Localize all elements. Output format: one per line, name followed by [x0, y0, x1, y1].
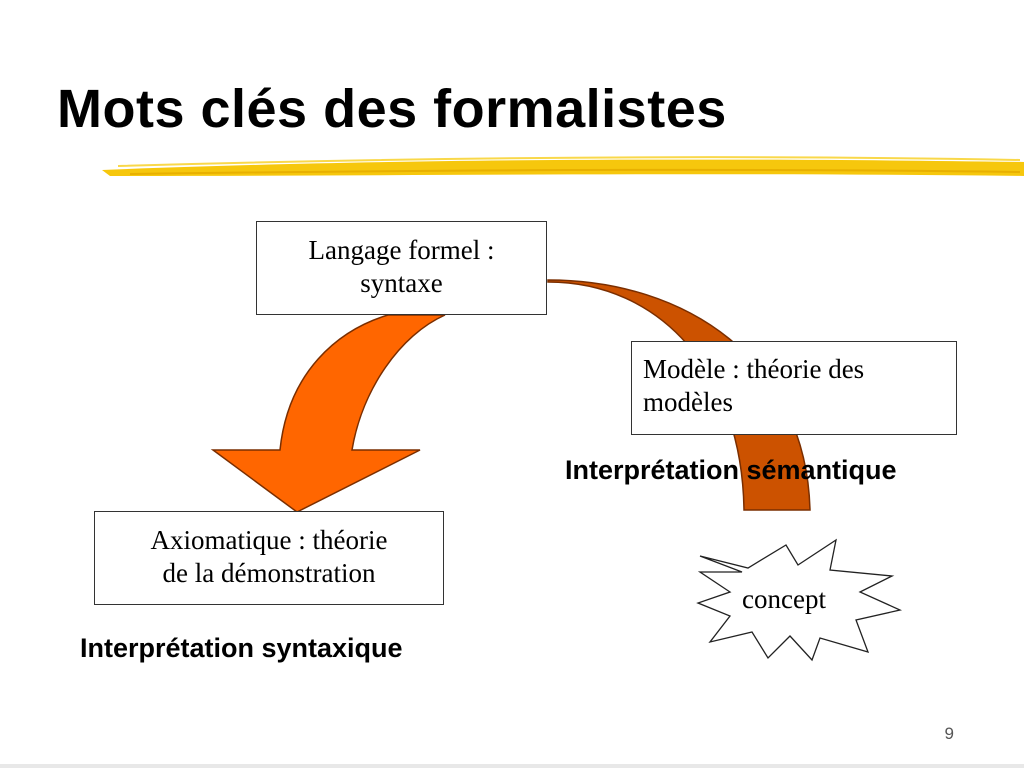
node-langage-line1: Langage formel : [308, 235, 495, 265]
label-interpretation-syntaxique: Interprétation syntaxique [80, 633, 403, 663]
node-concept: concept [742, 584, 826, 614]
slide-title: Mots clés des formalistes [57, 79, 727, 139]
node-modele-line1: Modèle : théorie des [643, 354, 865, 384]
arrow-semantique [547, 279, 811, 511]
node-modele-line2: modèles [643, 387, 733, 417]
node-modele: Modèle : théorie des modèles [631, 341, 957, 435]
concept-burst [696, 538, 903, 662]
title-underline [102, 156, 1024, 176]
bottom-strip [0, 764, 1024, 768]
node-axiomatique-line2: de la démonstration [162, 558, 376, 588]
page-number: 9 [944, 724, 954, 743]
node-axiomatique: Axiomatique : théorie de la démonstratio… [94, 511, 444, 605]
label-interpretation-semantique: Interprétation sémantique [565, 455, 897, 485]
node-langage-formel: Langage formel : syntaxe [256, 221, 547, 315]
node-langage-line2: syntaxe [360, 268, 443, 298]
arrow-syntaxique [210, 314, 446, 513]
node-axiomatique-line1: Axiomatique : théorie [150, 525, 388, 555]
